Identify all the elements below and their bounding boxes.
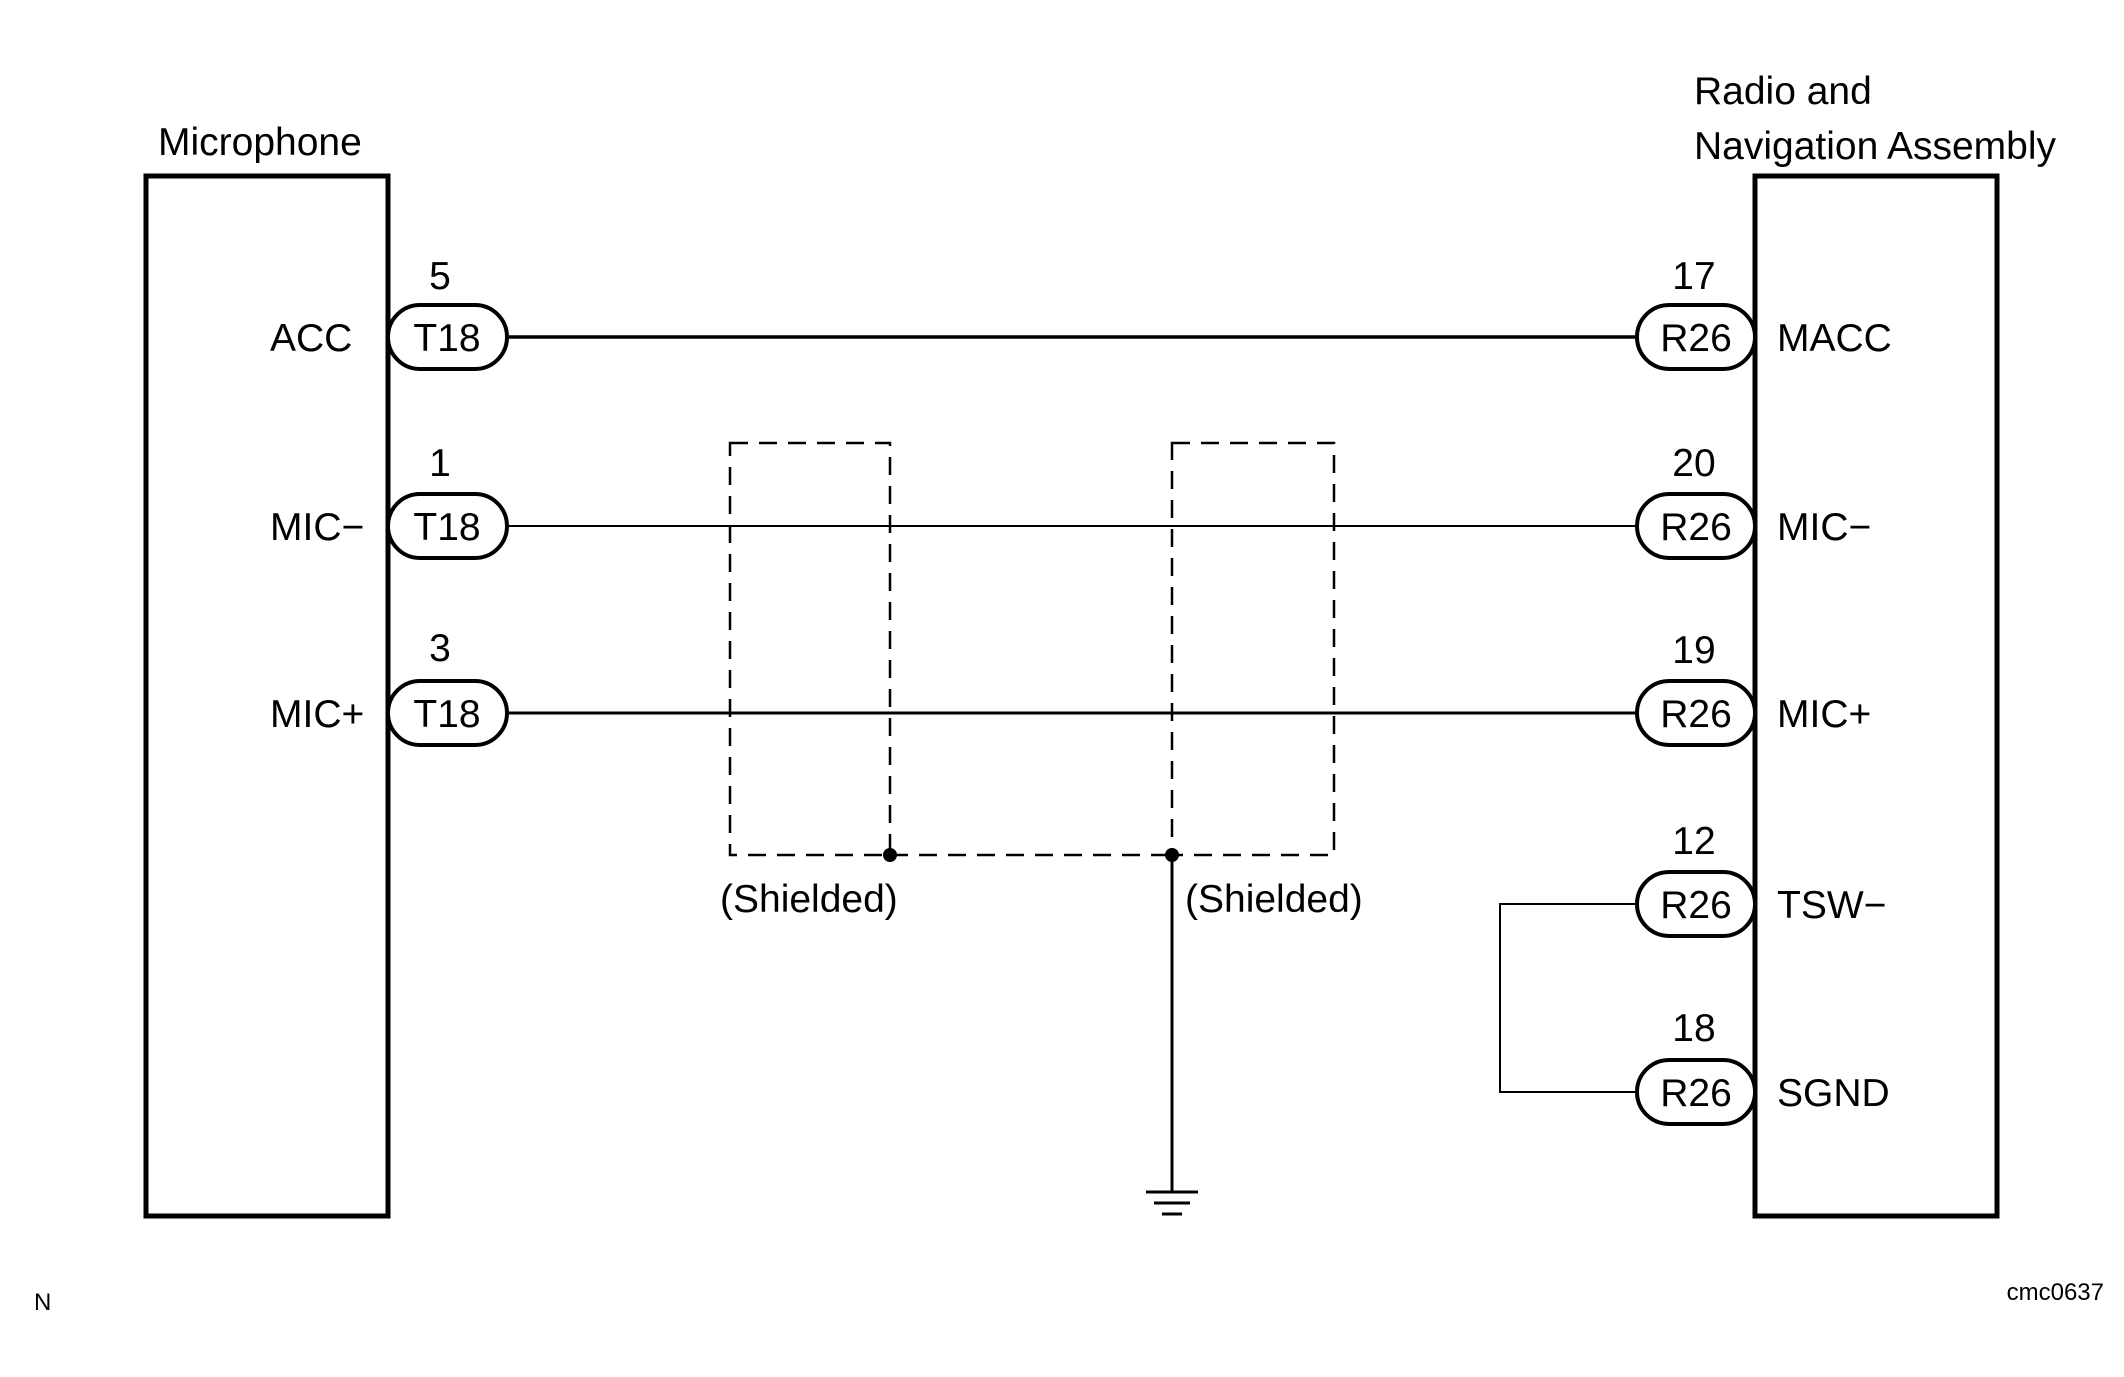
signal-label: SGND [1777,1072,1890,1115]
pin-number: 17 [1672,255,1715,298]
connector-t18-acc [386,303,509,371]
connector-label: R26 [1660,693,1732,736]
pin-number: 20 [1672,442,1715,485]
pin-number: 3 [429,627,451,670]
shield-junction-left [883,848,897,862]
connector-label: T18 [413,317,480,360]
pin-number: 19 [1672,629,1715,672]
pin-number: 18 [1672,1007,1715,1050]
mic-pin-mic-plus: T18 3 MIC+ [270,627,509,747]
pin-number: 12 [1672,820,1715,863]
connector-label: T18 [413,693,480,736]
connector-r26-tsw-minus [1635,870,1757,938]
shield-left [728,441,892,857]
wire-tsw-sgnd-jumper [1499,903,1637,1093]
connector-t18-mic-plus [386,679,509,747]
shield-label-right: (Shielded) [1185,878,1363,921]
radio-pin-mic-plus: R26 19 MIC+ [1635,629,1871,747]
connector-r26-mic-plus [1635,679,1757,747]
mic-pin-mic-minus: T18 1 MIC− [270,442,509,560]
radio-pin-tsw-minus: R26 12 TSW− [1635,820,1886,938]
radio-title-line1: Radio and [1694,70,1872,113]
signal-label: MIC+ [270,693,364,736]
connector-label: R26 [1660,884,1732,927]
connector-label: R26 [1660,317,1732,360]
radio-pin-macc: R26 17 MACC [1635,255,1892,371]
radio-title-line2: Navigation Assembly [1694,125,2057,168]
shield-label-left: (Shielded) [720,878,898,921]
pin-number: 1 [429,442,451,485]
pin-number: 5 [429,255,451,298]
corner-mark: N [34,1289,51,1316]
ground-icon [1146,1190,1198,1216]
signal-label: MIC− [1777,506,1871,549]
connector-r26-mic-minus [1635,492,1757,560]
radio-navigation-box [1752,173,2000,1219]
figure-code: cmc0637 [2007,1279,2104,1306]
microphone-title: Microphone [158,121,362,164]
radio-pin-sgnd: R26 18 SGND [1635,1007,1890,1126]
mic-pin-acc: T18 5 ACC [270,255,509,371]
radio-pin-mic-minus: R26 20 MIC− [1635,442,1871,560]
connector-r26-sgnd [1635,1058,1757,1126]
connector-label: T18 [413,506,480,549]
signal-label: MACC [1777,317,1892,360]
connector-label: R26 [1660,506,1732,549]
connector-r26-macc [1635,303,1757,371]
connector-label: R26 [1660,1072,1732,1115]
signal-label: MIC+ [1777,693,1871,736]
signal-label: TSW− [1777,884,1886,927]
connector-t18-mic-minus [386,492,509,560]
shield-right [1170,441,1336,857]
signal-label: ACC [270,317,352,360]
microphone-box [143,173,391,1219]
signal-label: MIC− [270,506,364,549]
